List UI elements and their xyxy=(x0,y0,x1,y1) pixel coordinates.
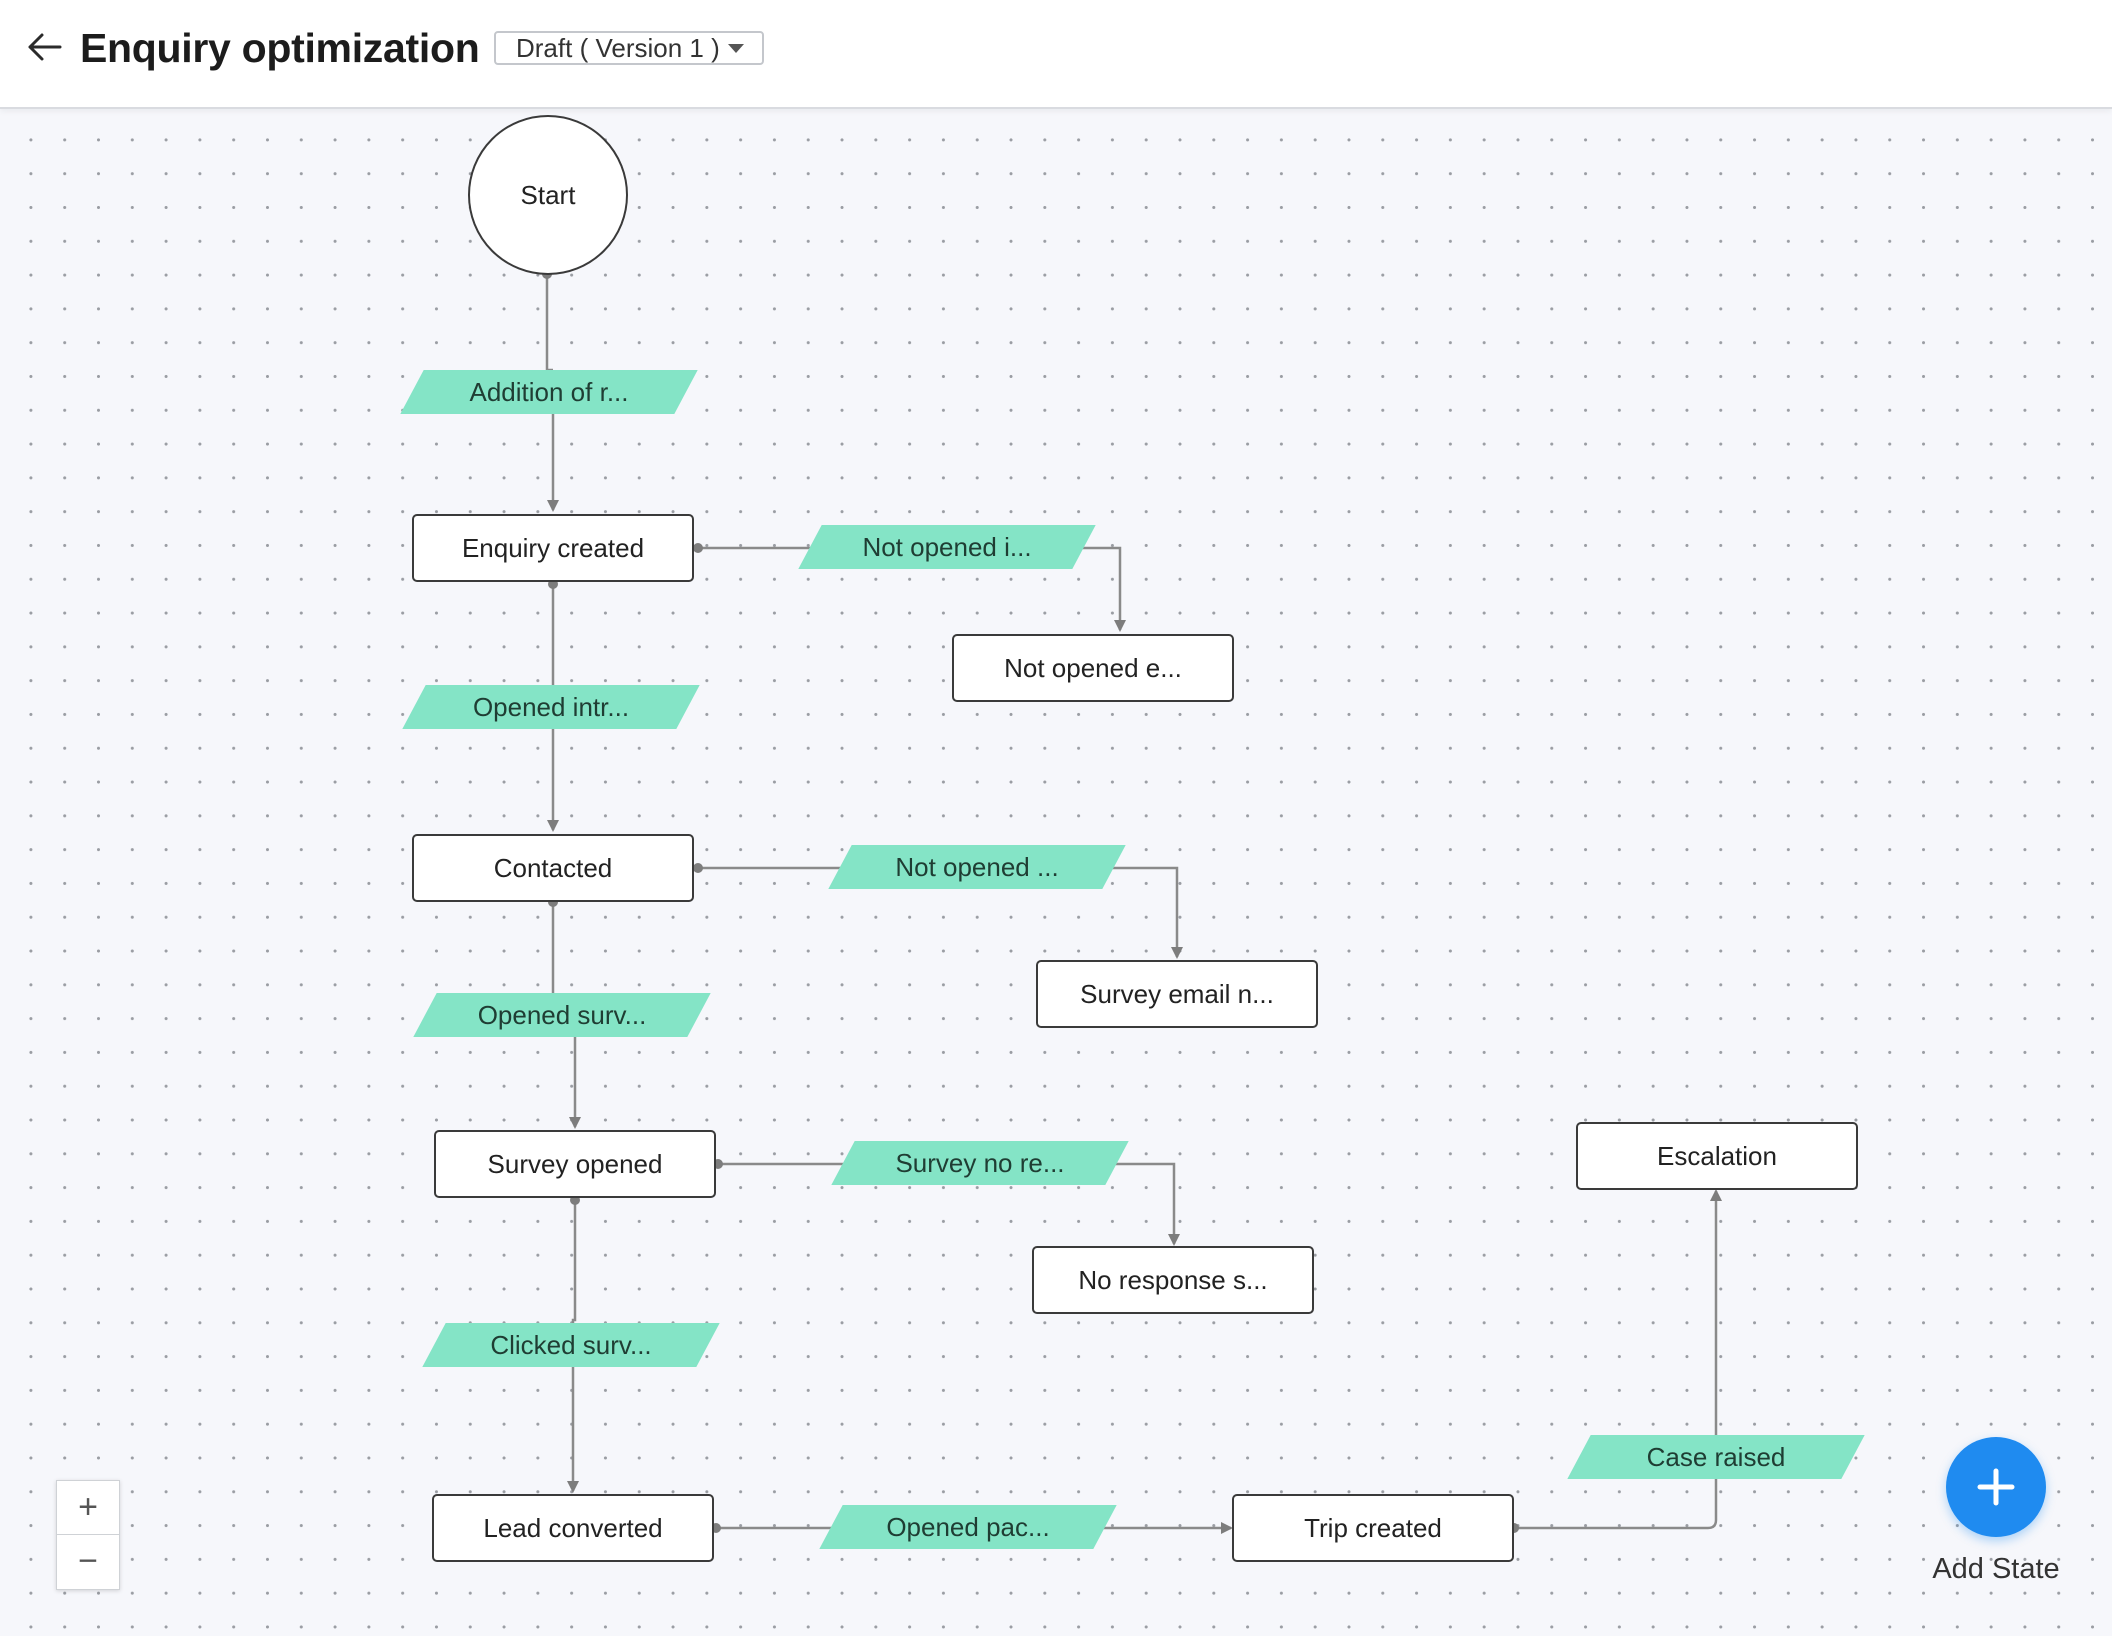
zoom-controls: + − xyxy=(56,1480,120,1590)
connector-surveyopened-lead xyxy=(567,1200,579,1493)
chevron-down-icon xyxy=(728,44,744,53)
transition-not-opened-i[interactable]: Not opened i... xyxy=(810,525,1084,569)
arrow-left-icon xyxy=(28,33,62,61)
transition-label: Opened surv... xyxy=(477,999,647,1030)
transition-label: Addition of r... xyxy=(469,376,629,407)
transition-not-opened[interactable]: Not opened ... xyxy=(840,845,1114,889)
state-label: Survey email n... xyxy=(1080,978,1274,1009)
transition-label: Opened pac... xyxy=(886,1511,1050,1542)
state-label: Contacted xyxy=(493,852,613,883)
state-start[interactable]: Start xyxy=(468,115,628,275)
back-button[interactable] xyxy=(20,26,68,68)
state-label: No response s... xyxy=(1078,1264,1268,1295)
connector-trip-escalation xyxy=(1514,1189,1722,1530)
transition-opened-intr[interactable]: Opened intr... xyxy=(414,685,688,729)
state-label: Trip created xyxy=(1304,1512,1442,1543)
transition-survey-no-re[interactable]: Survey no re... xyxy=(843,1141,1117,1185)
state-escalation[interactable]: Escalation xyxy=(1576,1122,1858,1190)
state-not-opened-e[interactable]: Not opened e... xyxy=(952,634,1234,702)
transition-label: Opened intr... xyxy=(472,691,630,722)
transition-label: Case raised xyxy=(1646,1441,1786,1472)
state-contacted[interactable]: Contacted xyxy=(412,834,694,902)
version-dropdown[interactable]: Draft ( Version 1 ) xyxy=(494,31,764,65)
state-label: Escalation xyxy=(1657,1140,1777,1171)
zoom-in-button[interactable]: + xyxy=(78,1488,98,1526)
transition-label: Clicked surv... xyxy=(490,1329,652,1360)
add-state-label: Add State xyxy=(1932,1553,2060,1585)
state-label: Lead converted xyxy=(483,1512,663,1543)
transition-opened-pac[interactable]: Opened pac... xyxy=(831,1505,1105,1549)
transition-clicked-surv[interactable]: Clicked surv... xyxy=(434,1323,708,1367)
state-label: Not opened e... xyxy=(1004,652,1182,683)
plus-icon xyxy=(1977,1468,2015,1506)
state-survey-email-n[interactable]: Survey email n... xyxy=(1036,960,1318,1028)
add-state-button[interactable] xyxy=(1946,1437,2046,1537)
state-label: Survey opened xyxy=(487,1148,663,1179)
page-title: Enquiry optimization xyxy=(80,25,480,71)
state-start-label: Start xyxy=(520,179,576,210)
app-header: Enquiry optimization Draft ( Version 1 ) xyxy=(0,0,2112,109)
state-lead-converted[interactable]: Lead converted xyxy=(432,1494,714,1562)
state-no-response-s[interactable]: No response s... xyxy=(1032,1246,1314,1314)
transition-opened-surv[interactable]: Opened surv... xyxy=(425,993,699,1037)
state-enquiry-created[interactable]: Enquiry created xyxy=(412,514,694,582)
state-survey-opened[interactable]: Survey opened xyxy=(434,1130,716,1198)
transition-label: Not opened i... xyxy=(862,531,1032,562)
transition-label: Survey no re... xyxy=(895,1147,1065,1178)
zoom-out-button[interactable]: − xyxy=(57,1534,119,1588)
transition-addition-of-r[interactable]: Addition of r... xyxy=(412,370,686,414)
state-trip-created[interactable]: Trip created xyxy=(1232,1494,1514,1562)
transition-case-raised[interactable]: Case raised xyxy=(1579,1435,1853,1479)
state-label: Enquiry created xyxy=(461,532,645,563)
version-label: Draft ( Version 1 ) xyxy=(516,33,720,63)
transition-label: Not opened ... xyxy=(895,851,1059,882)
connector-start-enquiry xyxy=(547,276,553,510)
